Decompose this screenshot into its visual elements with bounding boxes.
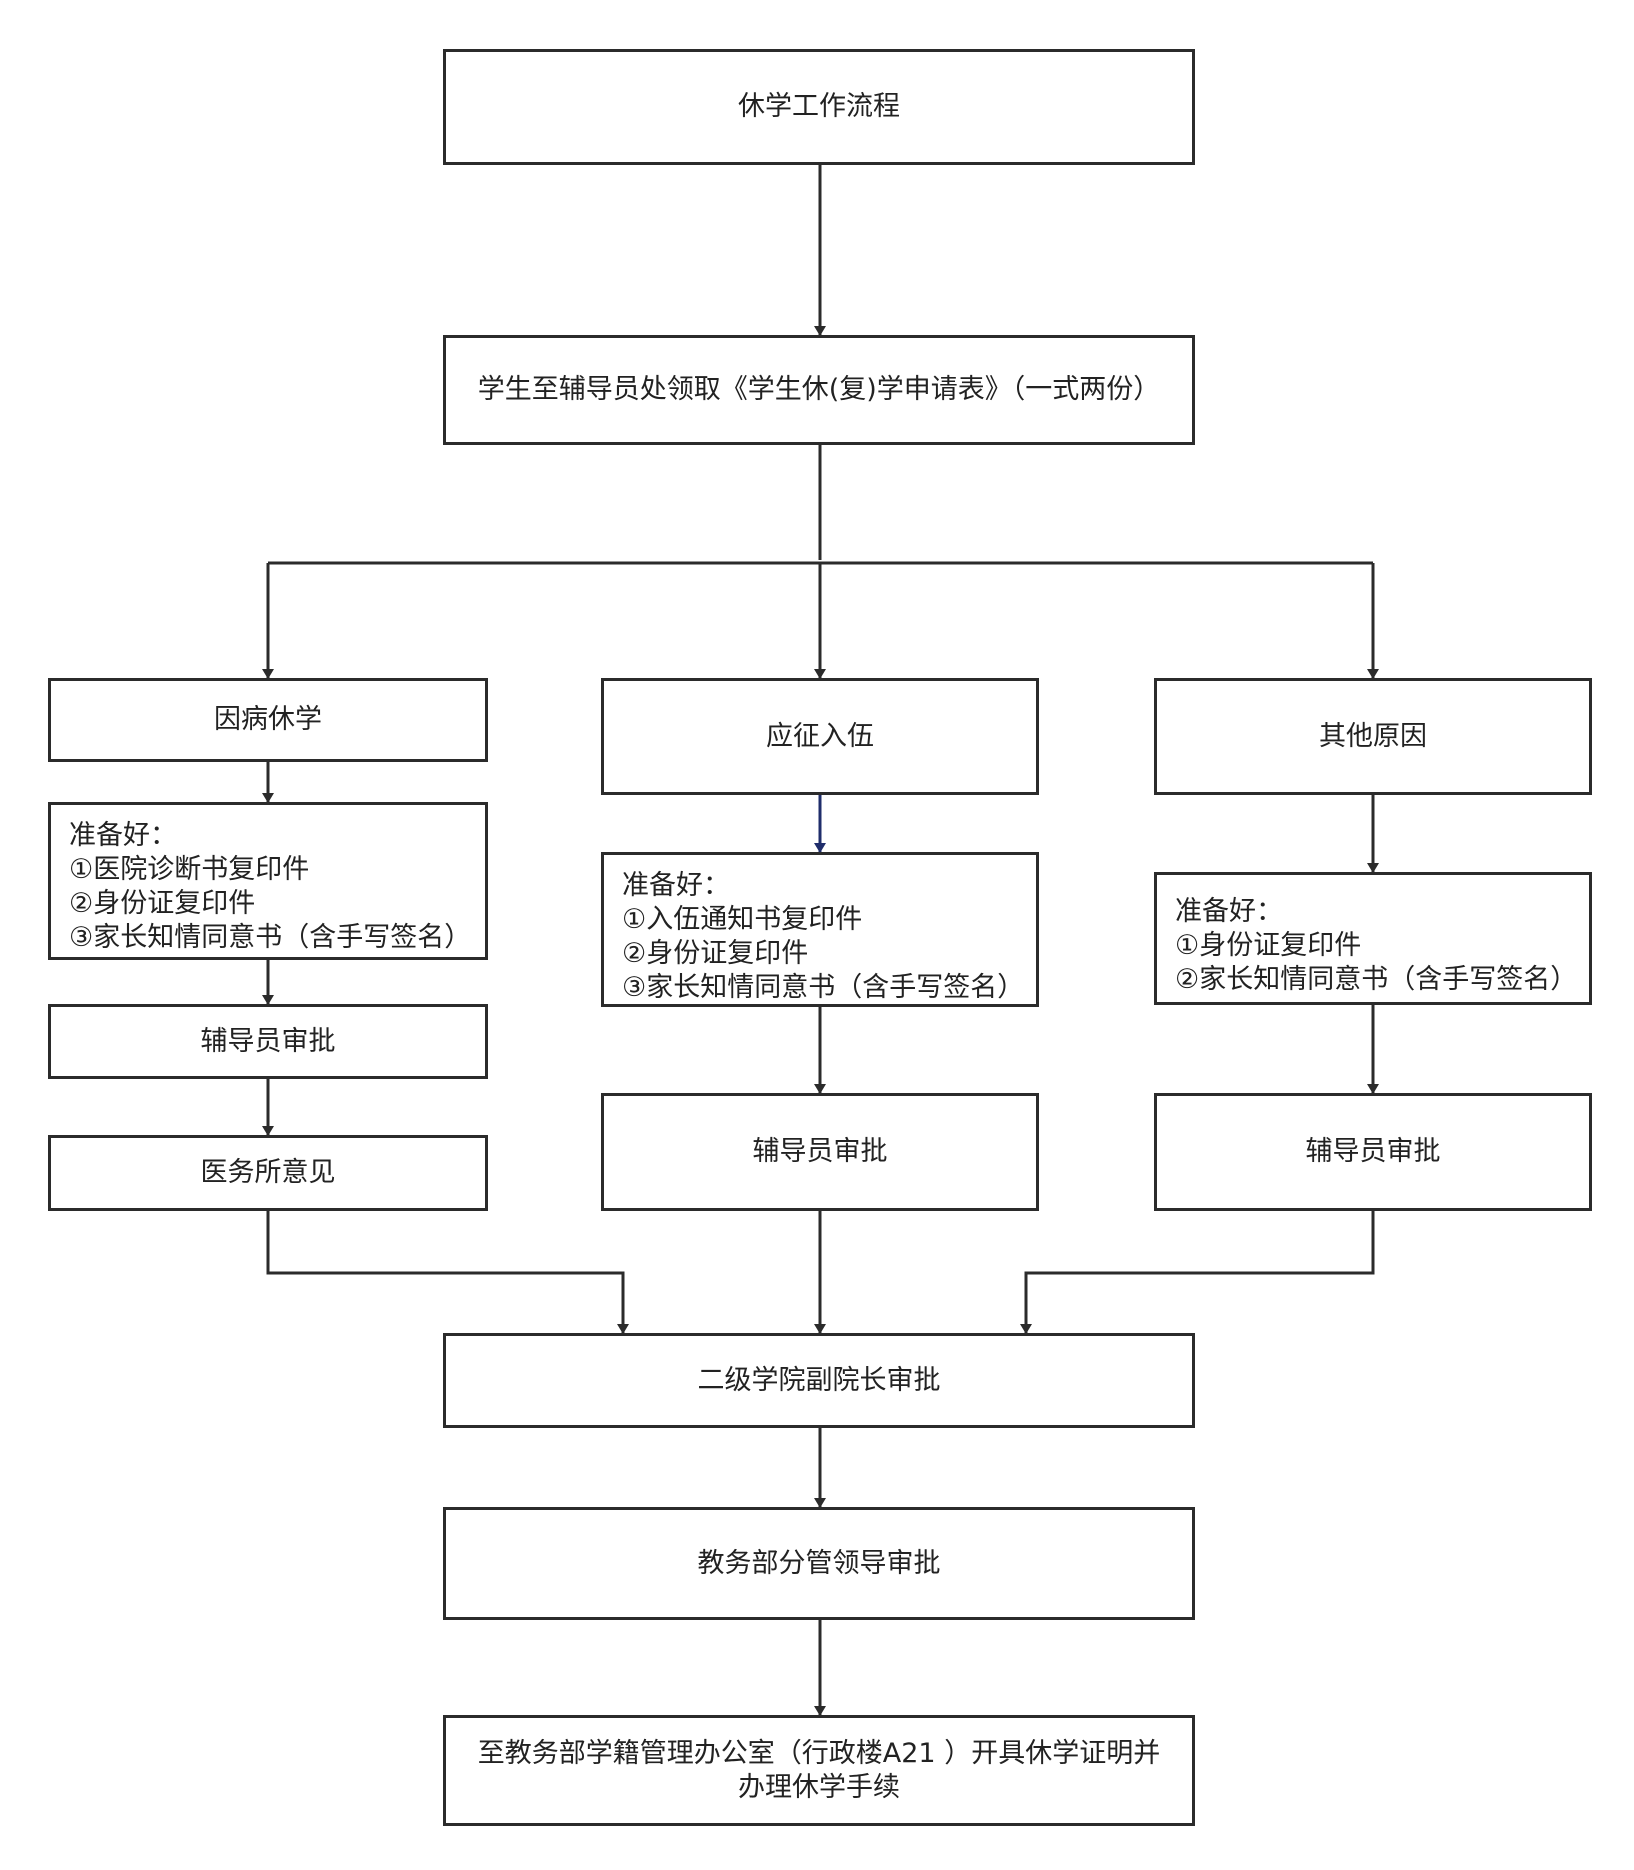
step-receive-form-label: 学生至辅导员处领取《学生休(复)学申请表》（一式两份） xyxy=(477,374,1161,406)
approve-other-label: 辅导员审批 xyxy=(1305,1136,1441,1168)
step-receive-form: 学生至辅导员处领取《学生休(复)学申请表》（一式两份） xyxy=(443,335,1195,445)
approve-army: 辅导员审批 xyxy=(601,1093,1039,1211)
dean-approval-label: 二级学院副院长审批 xyxy=(697,1364,941,1396)
prep-other: 准备好： ①身份证复印件 ②家长知情同意书（含手写签名） xyxy=(1154,872,1592,1005)
arrow-illness-dean xyxy=(266,1211,629,1334)
approve-illness-label: 辅导员审批 xyxy=(200,1025,336,1057)
branch-illness: 因病休学 xyxy=(48,678,488,762)
dean-approval: 二级学院副院长审批 xyxy=(443,1333,1195,1428)
prep-item: ③家长知情同意书（含手写签名） xyxy=(622,972,1025,1003)
prep-title: 准备好： xyxy=(622,870,730,901)
prep-item: ②身份证复印件 xyxy=(622,938,809,969)
medical-opinion: 医务所意见 xyxy=(48,1135,488,1211)
prep-item: ③家长知情同意书（含手写签名） xyxy=(69,922,472,953)
prep-title: 准备好： xyxy=(1175,896,1283,927)
approve-other: 辅导员审批 xyxy=(1154,1093,1592,1211)
prep-army: 准备好： ①入伍通知书复印件 ②身份证复印件 ③家长知情同意书（含手写签名） xyxy=(601,852,1039,1007)
medical-opinion-label: 医务所意见 xyxy=(200,1157,336,1189)
branch-army: 应征入伍 xyxy=(601,678,1039,795)
prep-illness: 准备好： ①医院诊断书复印件 ②身份证复印件 ③家长知情同意书（含手写签名） xyxy=(48,802,488,960)
branch-other-label: 其他原因 xyxy=(1319,720,1427,752)
academic-approval-label: 教务部分管领导审批 xyxy=(697,1547,941,1579)
flow-title: 休学工作流程 xyxy=(738,91,900,123)
prep-item: ②家长知情同意书（含手写签名） xyxy=(1175,964,1578,995)
arrow-other-dean xyxy=(1020,1211,1375,1334)
branch-army-label: 应征入伍 xyxy=(766,720,874,752)
prep-item: ①入伍通知书复印件 xyxy=(622,904,863,935)
prep-title: 准备好： xyxy=(69,820,177,851)
approve-illness: 辅导员审批 xyxy=(48,1004,488,1079)
prep-item: ②身份证复印件 xyxy=(69,888,256,919)
academic-approval: 教务部分管领导审批 xyxy=(443,1507,1195,1620)
prep-item: ①身份证复印件 xyxy=(1175,930,1362,961)
final-step-label: 至教务部学籍管理办公室（行政楼A21 ）开具休学证明并办理休学手续 xyxy=(477,1737,1161,1803)
flow-title-box: 休学工作流程 xyxy=(443,49,1195,165)
branch-illness-label: 因病休学 xyxy=(214,704,322,736)
approve-army-label: 辅导员审批 xyxy=(752,1136,888,1168)
final-step: 至教务部学籍管理办公室（行政楼A21 ）开具休学证明并办理休学手续 xyxy=(443,1715,1195,1826)
prep-item: ①医院诊断书复印件 xyxy=(69,854,310,885)
branch-other: 其他原因 xyxy=(1154,678,1592,795)
